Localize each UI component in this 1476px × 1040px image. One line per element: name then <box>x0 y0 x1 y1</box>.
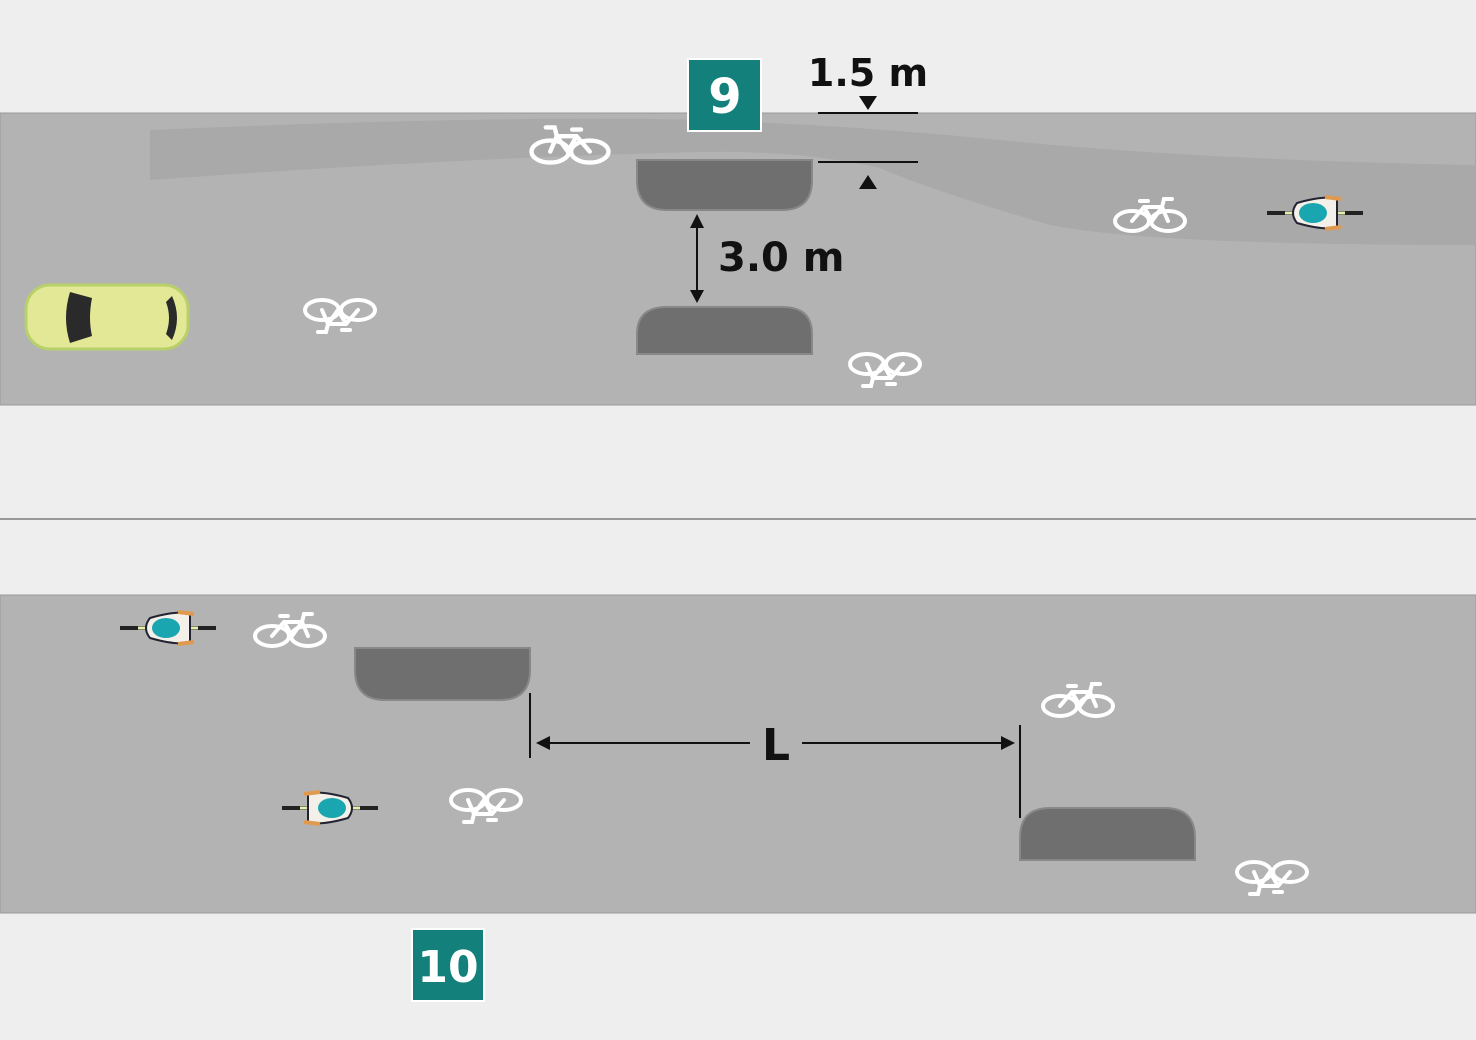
badge-10-label: 10 <box>417 942 478 993</box>
dimension-offset-label: 1.5 m <box>808 51 928 95</box>
island-upper <box>636 159 813 211</box>
island-lower <box>636 306 813 355</box>
car-icon <box>24 283 190 351</box>
panel-10: L 10 <box>0 594 1476 1002</box>
panel-9: 9 1.5 m 3.0 m <box>0 51 1476 406</box>
island-upper <box>354 647 531 701</box>
badge-9 <box>687 58 762 132</box>
arrow-down-icon <box>859 96 877 110</box>
badge-9-label: 9 <box>708 69 741 125</box>
road-bottom <box>0 594 1476 914</box>
dimension-spacing-label: L <box>762 720 790 771</box>
dimension-gap-label: 3.0 m <box>718 235 844 281</box>
badge-10 <box>411 928 485 1002</box>
arrow-up-icon <box>859 175 877 189</box>
island-lower <box>1019 807 1196 861</box>
